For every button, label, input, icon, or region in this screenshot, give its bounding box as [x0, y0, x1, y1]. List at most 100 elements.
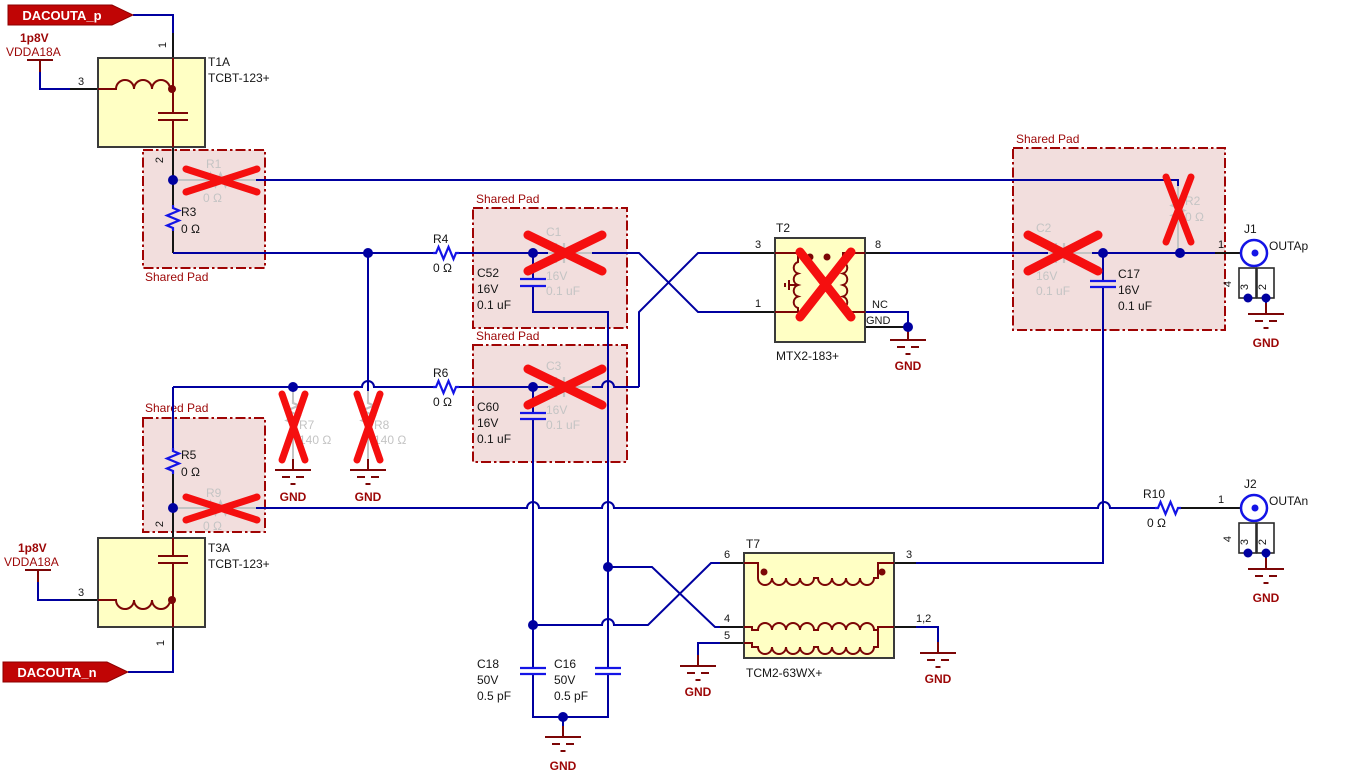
capacitor-c18[interactable]: C18 50V 0.5 pF: [477, 657, 546, 703]
ref-designator: R5: [181, 448, 197, 462]
gnd-symbol-j1[interactable]: GND: [1247, 302, 1285, 350]
value: 140 Ω: [374, 433, 406, 447]
resistor-r9-not-fitted[interactable]: R9 0 Ω: [178, 486, 261, 533]
shared-pad-label: Shared Pad: [476, 329, 539, 343]
value: 0.1 uF: [1036, 284, 1070, 298]
voltage: 16V: [546, 403, 567, 417]
capacitor-c2-not-fitted[interactable]: C2 16V 0.1 uF: [1023, 221, 1103, 298]
capacitor-c3-not-fitted[interactable]: C3 16V 0.1 uF: [523, 359, 607, 432]
ref-designator: C3: [546, 359, 562, 373]
gnd-label: GND: [280, 490, 307, 504]
voltage: 16V: [477, 416, 498, 430]
resistor-r1-not-fitted[interactable]: R1 0 Ω: [178, 157, 261, 205]
value: 0.1 uF: [477, 432, 511, 446]
voltage: 16V: [477, 282, 498, 296]
voltage: 16V: [1036, 269, 1057, 283]
resistor-r6[interactable]: R6 0 Ω: [433, 366, 459, 409]
not-fitted-cross: [353, 390, 384, 464]
gnd-label: GND: [925, 672, 952, 686]
gnd-label: GND: [550, 759, 577, 773]
gnd-symbol-t2[interactable]: GND: [889, 328, 927, 373]
net-flag-dacouta-n[interactable]: DACOUTA_n: [2, 661, 130, 683]
capacitor-c60[interactable]: C60 16V 0.1 uF: [477, 400, 546, 446]
not-fitted-cross: [523, 364, 607, 410]
resistor-r7-not-fitted[interactable]: R7 140 Ω: [278, 390, 331, 464]
voltage: 50V: [554, 673, 575, 687]
pin-number: 5: [724, 630, 730, 642]
rail-label: 1p8V: [20, 31, 49, 45]
value: 0 Ω: [433, 261, 452, 275]
ref-designator: T7: [746, 537, 760, 551]
value: 0 Ω: [1185, 210, 1204, 224]
gnd-label: GND: [895, 359, 922, 373]
resistor-r10[interactable]: R10 0 Ω: [1143, 487, 1181, 530]
net-flag-label: DACOUTA_p: [22, 8, 101, 23]
shared-pad-label: Shared Pad: [145, 401, 208, 415]
capacitor-c16[interactable]: C16 50V 0.5 pF: [554, 657, 621, 703]
not-fitted-cross: [278, 390, 309, 464]
resistor-r3[interactable]: R3 0 Ω: [164, 205, 200, 236]
gnd-symbol-r7[interactable]: GND: [274, 458, 312, 504]
net-label: VDDA18A: [6, 45, 61, 59]
rail-label: 1p8V: [18, 541, 47, 555]
ref-designator: R8: [374, 418, 390, 432]
shared-pad-label: Shared Pad: [1016, 132, 1079, 146]
gnd-symbol-r8[interactable]: GND: [349, 458, 387, 504]
not-fitted-cross: [1023, 230, 1103, 276]
power-port-vdda18a-top[interactable]: 1p8V VDDA18A: [6, 31, 61, 61]
value: 0.1 uF: [546, 418, 580, 432]
pin-number: 1: [1218, 494, 1224, 506]
resistor-r4[interactable]: R4 0 Ω: [433, 232, 459, 275]
voltage: 16V: [546, 269, 567, 283]
value: 0.1 uF: [477, 298, 511, 312]
power-port-vdda18a-bottom[interactable]: 1p8V VDDA18A: [4, 541, 59, 571]
pin-number: 3: [906, 549, 912, 561]
transformer-t2[interactable]: T2 MTX2-183+ 3 1 8 NC GND: [755, 221, 891, 363]
ref-designator: R2: [1185, 194, 1201, 208]
balun-t3a[interactable]: T3A TCBT-123+ 2 3 1: [78, 521, 270, 646]
net-flag-dacouta-p[interactable]: DACOUTA_p: [7, 4, 135, 26]
capacitor-c17[interactable]: C17 16V 0.1 uF: [1090, 267, 1152, 313]
ref-designator: R10: [1143, 487, 1165, 501]
ref-designator: J1: [1244, 222, 1257, 236]
ref-designator: T3A: [208, 541, 230, 555]
ref-designator: C60: [477, 400, 499, 414]
ref-designator: T2: [776, 221, 790, 235]
ref-designator: R1: [206, 157, 222, 171]
gnd-symbol-c18-c16[interactable]: GND: [544, 725, 582, 773]
pin-number: 3: [1239, 539, 1251, 545]
choke-t7[interactable]: T7 TCM2-63WX+ 6 4 5 3 1,2: [724, 537, 931, 680]
resistor-r2-not-fitted[interactable]: R2 0 Ω: [1162, 173, 1204, 253]
resistor-r5[interactable]: R5 0 Ω: [164, 448, 200, 479]
balun-t1a[interactable]: T1A TCBT-123+ 1 3 2: [78, 42, 270, 163]
part-number: TCM2-63WX+: [746, 666, 822, 680]
pin-number: 4: [1222, 536, 1234, 542]
gnd-symbol-t7-pin12[interactable]: GND: [919, 641, 957, 686]
junction-dots: [168, 175, 1185, 722]
pin-number: 3: [78, 587, 84, 599]
capacitor-c1-not-fitted[interactable]: C1 16V 0.1 uF: [523, 225, 607, 298]
not-fitted-cross: [523, 230, 607, 276]
pin-number: 2: [154, 521, 166, 527]
gnd-label: GND: [685, 685, 712, 699]
pin-number: 1: [157, 42, 169, 48]
shared-pad-label: Shared Pad: [145, 270, 208, 284]
value: 0.1 uF: [1118, 299, 1152, 313]
resistor-r8-not-fitted[interactable]: R8 140 Ω: [353, 390, 406, 464]
gnd-symbol-j2[interactable]: GND: [1247, 557, 1285, 605]
pin-number: 2: [1257, 284, 1269, 290]
pin-number: 3: [78, 76, 84, 88]
ref-designator: T1A: [208, 55, 230, 69]
value: 0.5 pF: [554, 689, 588, 703]
gnd-symbol-t7-pin5[interactable]: GND: [679, 654, 717, 699]
ref-designator: C52: [477, 266, 499, 280]
pin-name-gnd: GND: [866, 315, 891, 327]
pin-number: 3: [755, 239, 761, 251]
shared-pad-region-c1-c52: Shared Pad: [472, 192, 628, 329]
connector-j2[interactable]: J2 OUTAn 1 4 3 2: [1218, 477, 1308, 558]
pin-number: 2: [154, 157, 166, 163]
connector-j1[interactable]: J1 OUTAp 1 4 3 2: [1218, 222, 1308, 303]
ref-designator: C16: [554, 657, 576, 671]
ref-designator: R7: [299, 418, 315, 432]
